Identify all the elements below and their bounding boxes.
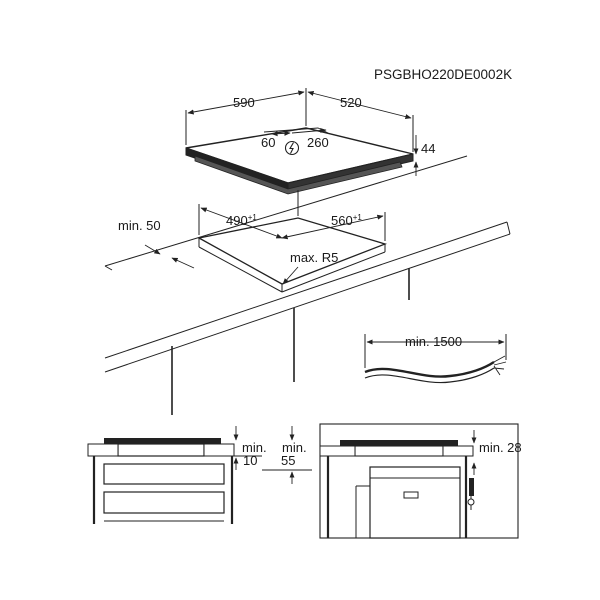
- cabinet-section-drawers: min. 10 min. 55: [87, 426, 312, 524]
- power-cable: min. 1500: [364, 334, 507, 384]
- max-radius: max. R5: [282, 250, 338, 285]
- connection-offset-left: 60: [261, 135, 275, 150]
- connection-position: 60 260: [261, 127, 329, 156]
- min-label-b: min.: [282, 440, 307, 455]
- hob-width-label: 590: [233, 95, 255, 110]
- max-radius-label: max. R5: [290, 250, 338, 265]
- min-value-a: 10: [243, 453, 257, 468]
- cutout-dimensions: 490+1 560+1: [198, 190, 386, 241]
- hob-depth-label: 520: [340, 95, 362, 110]
- hob-height-label: 44: [421, 141, 435, 156]
- hob-depth-dimension: 520: [307, 90, 414, 152]
- cable-length-label: min. 1500: [405, 334, 462, 349]
- hob-appliance: [185, 127, 414, 195]
- min-value-b: 55: [281, 453, 295, 468]
- min-front-distance: min. 50: [118, 218, 195, 269]
- min-gap-label: min. 28: [479, 440, 522, 455]
- min-label-a: min.: [242, 440, 267, 455]
- cabinet-section-oven: min. 28: [319, 423, 522, 539]
- min-front-distance-label: min. 50: [118, 218, 161, 233]
- electrical-connection-icon: [284, 140, 300, 156]
- hob-height-dimension: 44: [413, 135, 435, 176]
- connection-offset-right: 260: [307, 135, 329, 150]
- hob-width-dimension: 590: [185, 88, 307, 145]
- cutout-width-label: 560+1: [331, 213, 362, 228]
- product-code: PSGBHO220DE0002K: [374, 67, 512, 82]
- cutout-depth-label: 490+1: [226, 213, 257, 228]
